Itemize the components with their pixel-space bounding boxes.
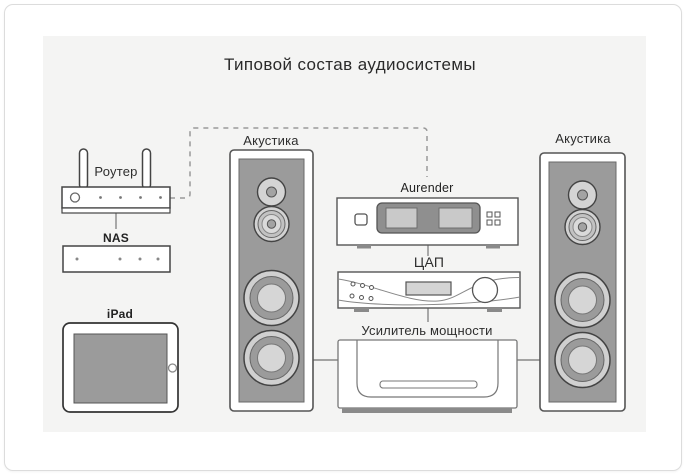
aurender-screen-left (385, 207, 418, 229)
amplifier-chassis (337, 339, 518, 409)
dac-foot (487, 308, 502, 312)
dac-foot (354, 308, 369, 312)
aurender-button-grid (494, 211, 501, 218)
woofer-cone (568, 345, 597, 375)
nas-led-dot (75, 257, 79, 261)
dac-label: ЦАП (413, 254, 445, 270)
speaker-left-label: Акустика (243, 133, 299, 148)
aurender-button-grid (486, 211, 493, 218)
tweeter-dome (577, 189, 588, 201)
amplifier-slot (379, 380, 478, 389)
aurender-device (336, 197, 519, 249)
dac-led-dot (360, 283, 365, 288)
midrange-dome (266, 219, 277, 229)
router-led-dot (99, 196, 102, 199)
amplifier-base (342, 408, 512, 413)
dac-face-curve-bottom (337, 296, 521, 306)
router-to-aurender-dashed-line (170, 127, 428, 199)
diagram-title: Типовой состав аудиосистемы (223, 55, 477, 74)
nas-body (62, 245, 171, 273)
woofer-cone (257, 343, 286, 373)
router-base (61, 207, 171, 214)
speaker-right-device (539, 152, 626, 412)
dac-display (405, 281, 452, 296)
router-led-large (69, 192, 81, 203)
nas-led-dot (156, 257, 160, 261)
nas-device (62, 245, 171, 273)
dac-led-dot (350, 281, 356, 287)
router-led-dot (139, 196, 142, 199)
router-device (61, 148, 171, 214)
dac-led-dot (359, 295, 364, 300)
dac-led-dot (349, 293, 355, 299)
nas-label: NAS (103, 231, 129, 245)
connection-lines (115, 127, 540, 361)
nas-led-dot (138, 257, 142, 261)
amplifier-label: Усилитель мощности (361, 323, 493, 338)
aurender-button-grid (494, 219, 501, 226)
speaker-right-label: Акустика (555, 131, 611, 146)
aurender-button-grid (486, 219, 493, 226)
ipad-label: iPad (106, 307, 134, 321)
tweeter-dome (266, 186, 277, 198)
dac-led-dot (368, 296, 374, 301)
aurender-label: Aurender (400, 181, 454, 195)
dac-device (337, 271, 521, 312)
dac-volume-knob (471, 276, 499, 304)
aurender-power-button (354, 213, 368, 226)
router-led-dot (119, 196, 122, 199)
ipad-device (62, 322, 179, 413)
amplifier-device (337, 339, 518, 413)
woofer-cone (568, 285, 597, 315)
ipad-screen (73, 333, 168, 404)
aurender-screen-right (438, 207, 473, 229)
aurender-foot (486, 245, 500, 249)
aurender-foot (357, 245, 371, 249)
dac-led-dot (369, 285, 374, 290)
router-led-dot (159, 196, 162, 199)
ipad-home-button (167, 363, 178, 373)
router-antenna-left (78, 148, 89, 190)
speaker-left-device (229, 149, 314, 412)
router-label: Роутер (94, 164, 138, 179)
nas-led-dot (118, 257, 122, 261)
woofer-cone (257, 283, 286, 313)
midrange-dome (577, 222, 588, 232)
router-antenna-right (141, 148, 152, 190)
amplifier-front-panel (356, 340, 499, 398)
